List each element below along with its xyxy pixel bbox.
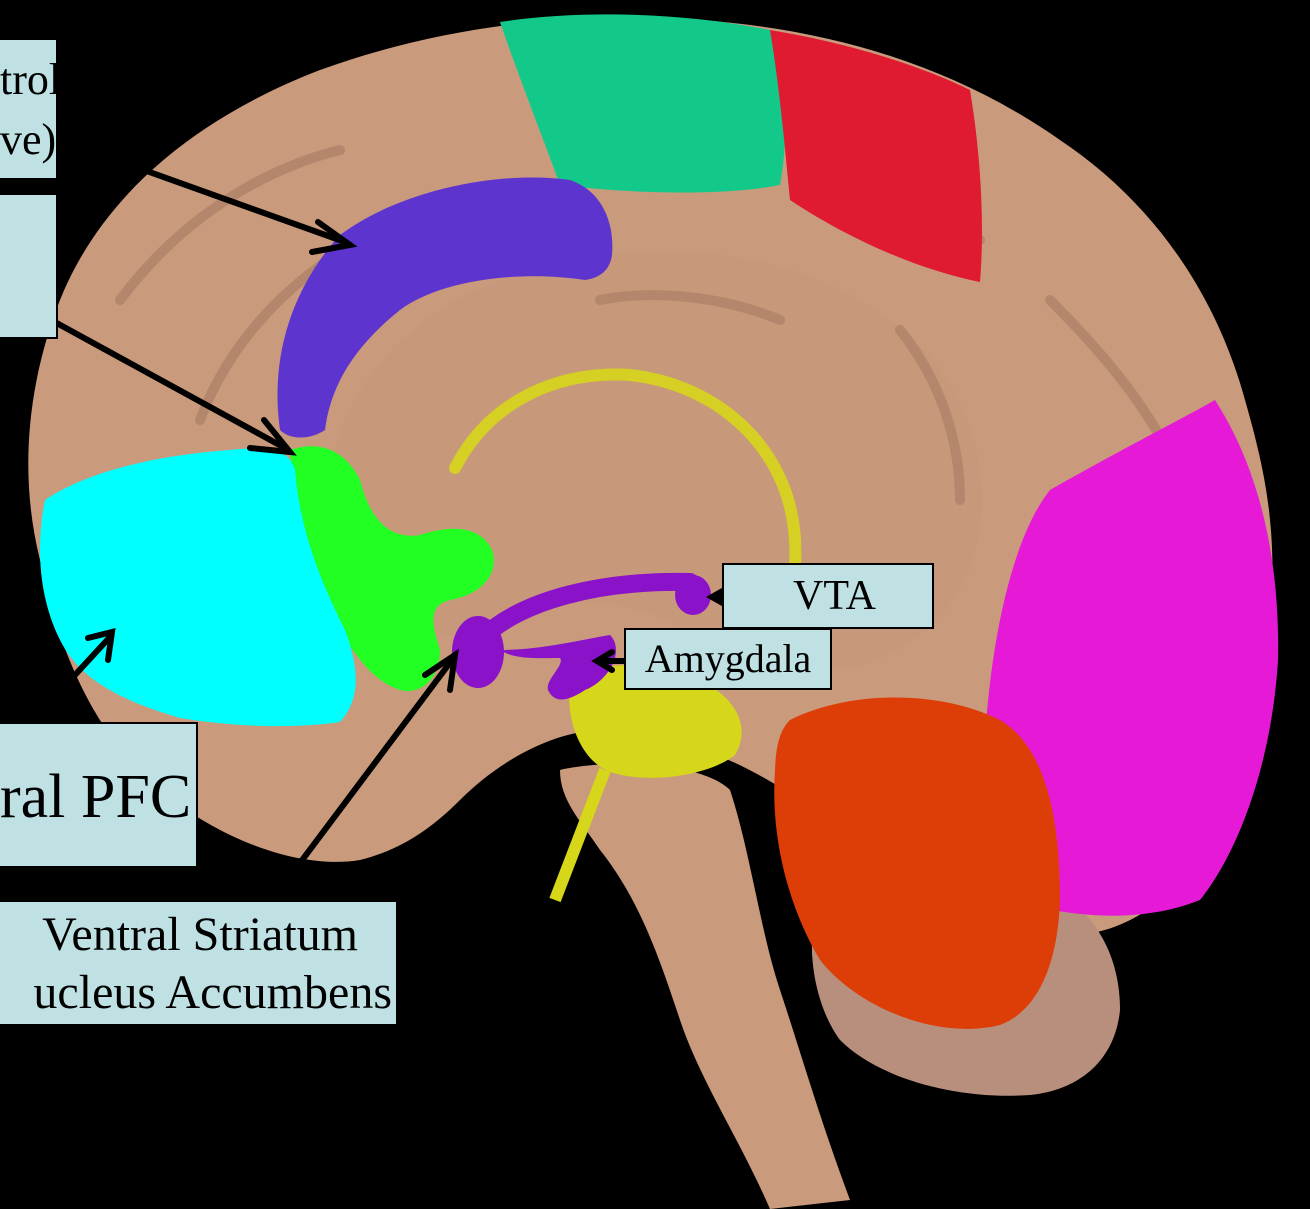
label-amygdala-text: Amygdala: [645, 636, 812, 681]
label-ventral-pfc: ral PFC: [0, 722, 198, 868]
label-top-left-line1: trol: [0, 50, 56, 110]
vta-structure: [675, 575, 711, 615]
label-ventral-striatum-line1: Ventral Striatum: [0, 906, 392, 964]
label-top-left-line2: ve): [0, 110, 56, 170]
label-orbitofrontal-partial: [0, 193, 58, 339]
label-top-left: trol ve): [0, 38, 58, 180]
label-vta: VTA: [722, 563, 934, 629]
label-ventral-striatum: Ventral Striatum ucleus Accumbens: [0, 900, 398, 1026]
label-amygdala: Amygdala: [624, 628, 832, 690]
nucleus-accumbens: [452, 616, 504, 688]
label-ventral-pfc-text: ral PFC: [0, 763, 191, 831]
label-vta-text: VTA: [793, 573, 876, 619]
label-ventral-striatum-line2: ucleus Accumbens: [0, 964, 392, 1022]
